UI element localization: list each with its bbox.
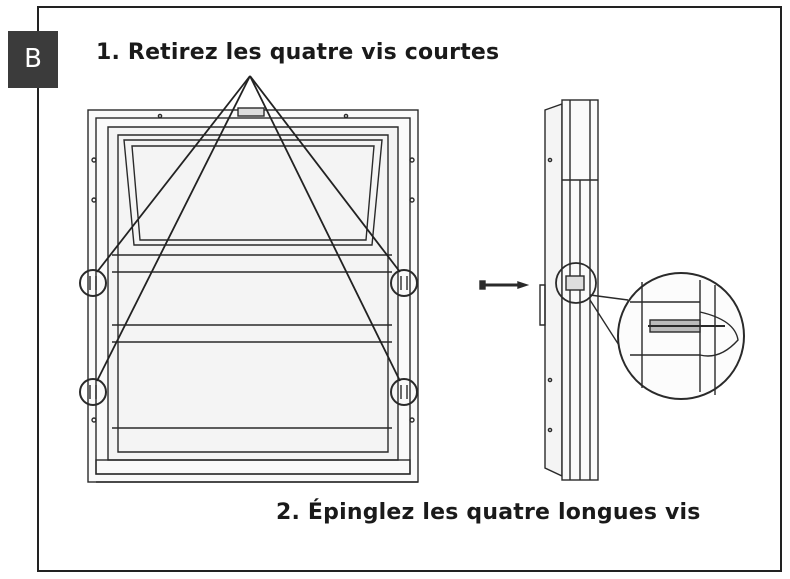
screw-icon [390, 269, 418, 297]
screw-icon [79, 269, 107, 297]
door-front-view [87, 107, 419, 483]
leader-lines [96, 75, 401, 382]
section-tag: B [8, 31, 58, 88]
door-side-view [539, 99, 599, 481]
screw-markers [79, 269, 418, 406]
step2-instruction: 2. Épinglez les quatre longues vis [276, 500, 701, 525]
screw-icon [390, 378, 418, 406]
screw-icon [79, 378, 107, 406]
long-screw-icon [479, 280, 530, 290]
magnifier-callout-icon [589, 272, 745, 400]
step1-instruction: 1. Retirez les quatre vis courtes [96, 40, 500, 65]
